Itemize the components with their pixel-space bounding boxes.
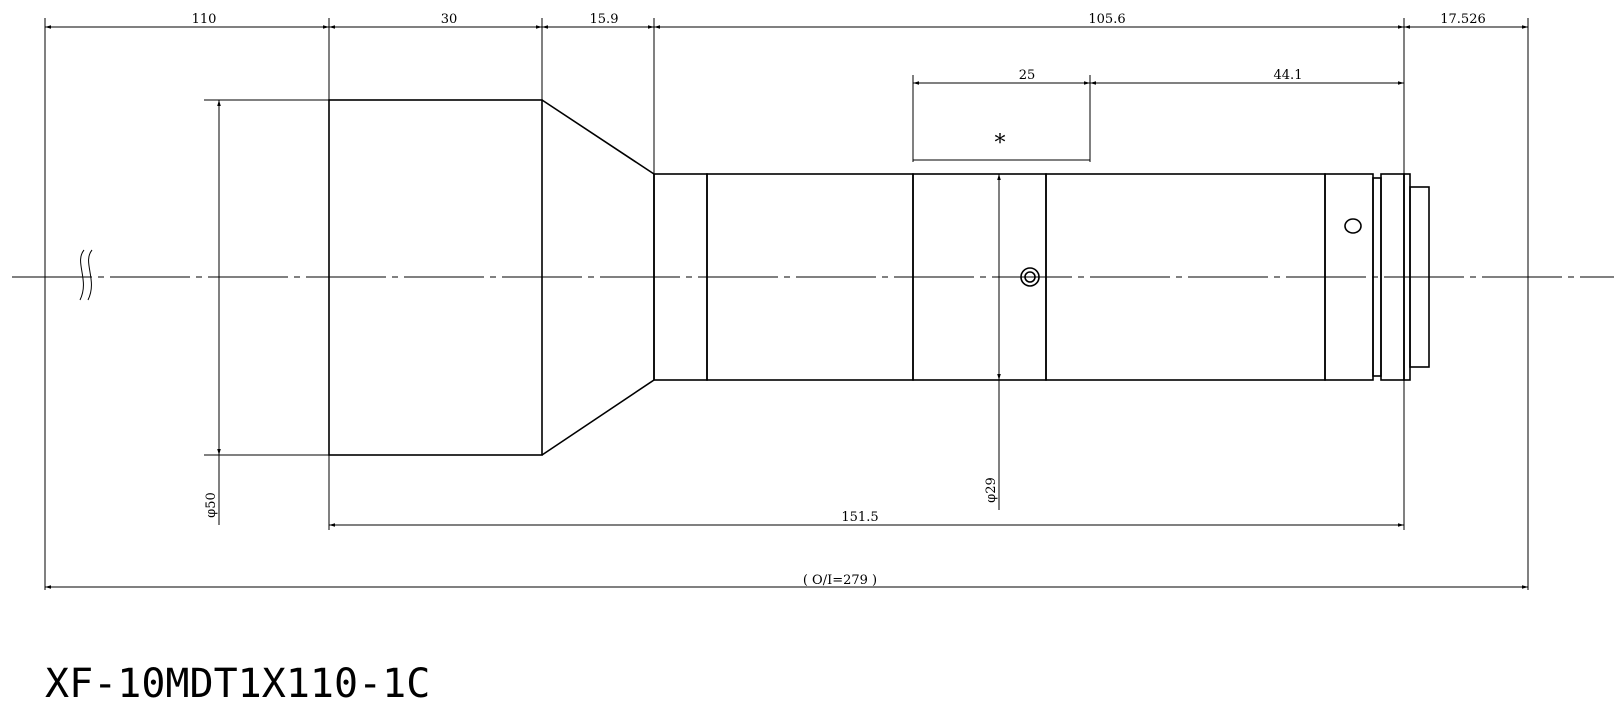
dim-phi50: φ50	[204, 492, 219, 518]
dim-15-9: 15.9	[590, 12, 619, 27]
index-mark	[1344, 218, 1362, 234]
dim-44-1: 44.1	[1274, 68, 1303, 83]
model-number: XF-10MDT1X110-1C	[45, 661, 430, 707]
tube-section-3	[1045, 173, 1326, 381]
front-barrel	[328, 99, 543, 456]
dim-110: 110	[192, 12, 217, 27]
lens-body	[328, 99, 1430, 456]
break-symbol	[79, 249, 93, 301]
star-note: *	[995, 131, 1006, 156]
dim-105-6: 105.6	[1088, 12, 1125, 27]
dim-30: 30	[441, 12, 458, 27]
mount-thread	[1409, 186, 1430, 368]
extension-lines	[44, 18, 1529, 590]
dim-151-5: 151.5	[841, 510, 878, 525]
screw-hole	[1020, 267, 1040, 287]
dim-object-image: ( O/I=279 )	[803, 573, 877, 588]
dimension-lines	[45, 25, 1528, 589]
screw-hole-inner	[1024, 271, 1036, 283]
dim-17-526: 17.526	[1440, 12, 1486, 27]
dim-25: 25	[1019, 68, 1036, 83]
dim-phi29: φ29	[984, 477, 999, 503]
